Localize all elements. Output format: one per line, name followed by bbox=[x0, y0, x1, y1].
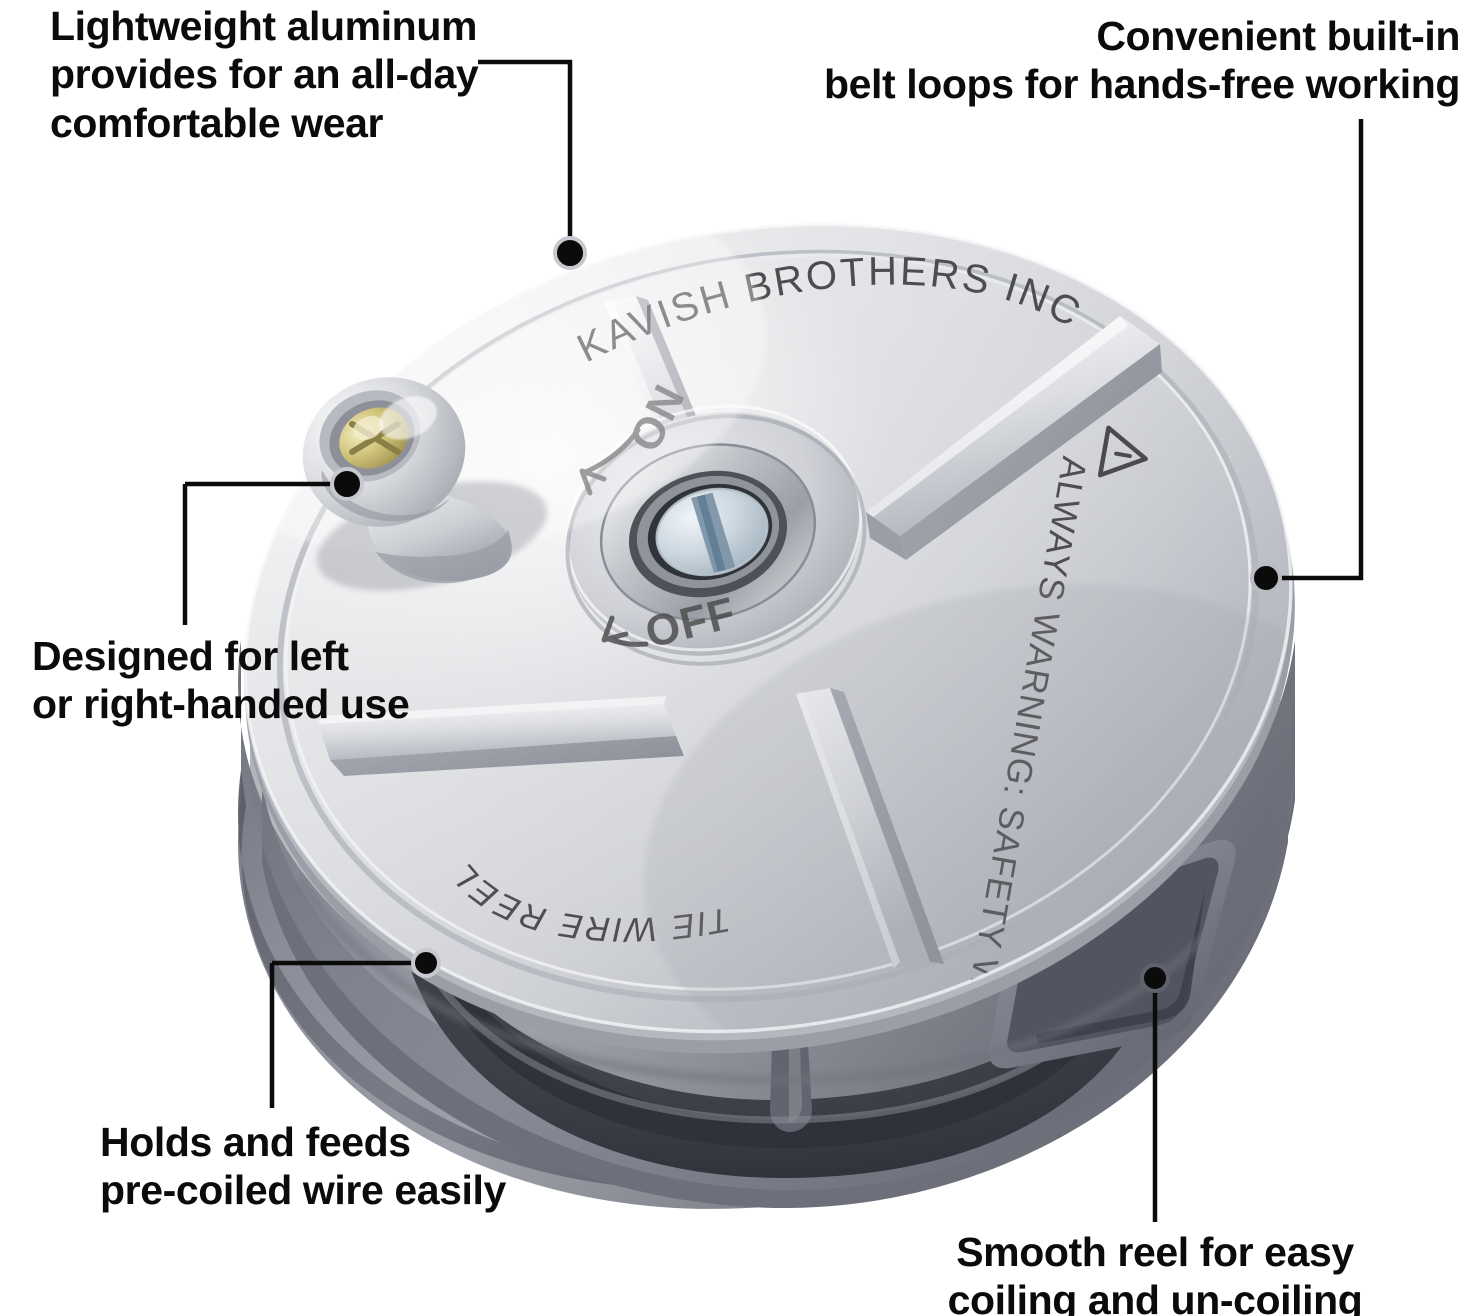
rib-upper-right bbox=[866, 316, 1162, 560]
rib-lower-left bbox=[318, 696, 684, 776]
warning-triangle-icon bbox=[1097, 425, 1148, 478]
crank-knob bbox=[302, 377, 548, 591]
callout-holds-feeds: Holds and feeds pre-coiled wire easily bbox=[100, 1119, 506, 1214]
callout-lightweight-aluminum: Lightweight aluminum provides for an all… bbox=[50, 3, 479, 146]
rotation-arrow-off-icon bbox=[601, 615, 629, 643]
callout-belt-loops: Convenient built-in belt loops for hands… bbox=[823, 13, 1460, 108]
callout-handed-use: Designed for left or right-handed use bbox=[32, 633, 410, 728]
callout-smooth-reel: Smooth reel for easy coiling and un-coil… bbox=[947, 1229, 1363, 1316]
